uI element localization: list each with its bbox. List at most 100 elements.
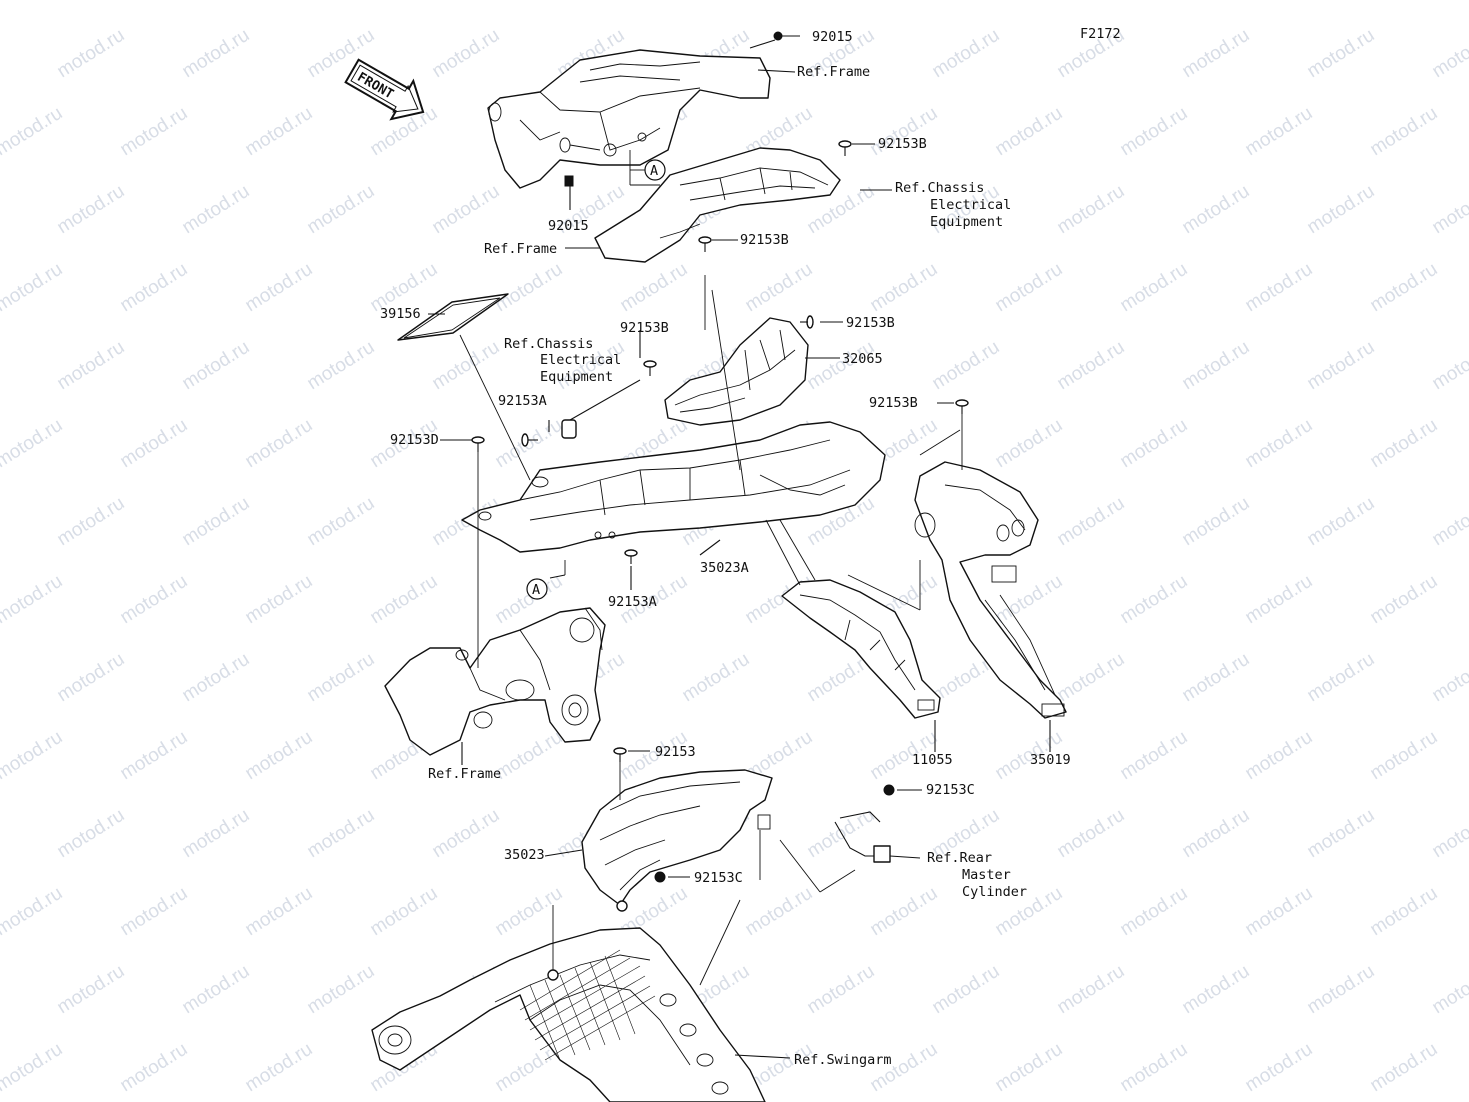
watermark-text: motod.ru: [179, 181, 254, 239]
watermark-text: motod.ru: [242, 259, 317, 317]
watermark-text: motod.ru: [929, 337, 1004, 395]
bolt-group: [471, 31, 969, 981]
watermark-text: motod.ru: [867, 259, 942, 317]
watermark-text: motod.ru: [804, 961, 879, 1019]
watermark-text: motod.ru: [1117, 727, 1192, 785]
watermark-text: motod.ru: [1242, 0, 1317, 4]
svg-text:A: A: [532, 582, 540, 598]
watermark-text: motod.ru: [179, 337, 254, 395]
watermark-text: motod.ru: [242, 103, 317, 161]
watermark-text: motod.ru: [1242, 103, 1317, 161]
bracket-11055-part: [781, 579, 941, 719]
watermark-text: motod.ru: [0, 883, 66, 941]
watermark-text: motod.ru: [429, 805, 504, 863]
watermark-text: motod.ru: [54, 181, 129, 239]
bolt-icon: [624, 549, 638, 564]
callout-35023a: 35023A: [700, 560, 749, 576]
watermark-text: motod.ru: [242, 727, 317, 785]
watermark-text: motod.ru: [117, 0, 192, 4]
watermark-text: motod.ru: [1054, 649, 1129, 707]
watermark-text: motod.ru: [1117, 259, 1192, 317]
watermark-text: motod.ru: [804, 805, 879, 863]
watermark-text: motod.ru: [992, 1039, 1067, 1097]
watermark-text: motod.ru: [1304, 337, 1379, 395]
watermark-text: motod.ru: [117, 727, 192, 785]
watermark-text: motod.ru: [1429, 805, 1469, 863]
callout-92015-top: 92015: [812, 29, 853, 45]
bolt-icon: [564, 175, 574, 187]
watermark-text: motod.ru: [304, 181, 379, 239]
watermark-text: motod.ru: [742, 259, 817, 317]
watermark-text: motod.ru: [242, 883, 317, 941]
watermark-text: motod.ru: [179, 961, 254, 1019]
watermark-text: motod.ru: [117, 1039, 192, 1097]
hose-stay-part: [834, 811, 891, 863]
callout-92153a-2: 92153A: [608, 594, 657, 610]
watermark-text: motod.ru: [304, 493, 379, 551]
callout-ref-frame-bottom: Ref.Frame: [428, 766, 501, 782]
callout-92153c-1: 92153C: [926, 782, 975, 798]
watermark-text: motod.ru: [1242, 571, 1317, 629]
callout-92015-bottom: 92015: [548, 218, 589, 234]
watermark-text: motod.ru: [0, 727, 66, 785]
bracket-32065-part: [664, 317, 809, 426]
bolt-icon: [521, 433, 538, 447]
watermark-text: motod.ru: [54, 493, 129, 551]
watermark-text: motod.ru: [117, 571, 192, 629]
watermark-text: motod.ru: [1117, 0, 1192, 4]
watermark-text: motod.ru: [179, 25, 254, 83]
watermark-text: motod.ru: [992, 259, 1067, 317]
watermark-text: motod.ru: [54, 25, 129, 83]
watermark-text: motod.ru: [304, 649, 379, 707]
watermark-text: motod.ru: [1304, 805, 1379, 863]
watermark-text: motod.ru: [492, 0, 567, 4]
bolt-icon: [547, 969, 559, 981]
watermark-text: motod.ru: [1117, 1039, 1192, 1097]
watermark-text: motod.ru: [242, 1039, 317, 1097]
watermark-text: motod.ru: [1367, 259, 1442, 317]
watermark-text: motod.ru: [1179, 649, 1254, 707]
watermark-text: motod.ru: [1054, 337, 1129, 395]
watermark-text: motod.ru: [1242, 415, 1317, 473]
callout-35023: 35023: [504, 847, 545, 863]
watermark-text: motod.ru: [1242, 883, 1317, 941]
callout-92153b-3: 92153B: [620, 320, 669, 336]
callout-35019: 35019: [1030, 752, 1071, 768]
watermark-text: motod.ru: [367, 571, 442, 629]
watermark-text: motod.ru: [1429, 337, 1469, 395]
watermark-text: motod.ru: [54, 337, 129, 395]
watermark-text: motod.ru: [304, 337, 379, 395]
license-bracket-35019-part: [914, 461, 1067, 719]
bolt-icon: [800, 315, 814, 329]
callout-master: Master: [962, 867, 1011, 883]
watermark-text: motod.ru: [742, 0, 817, 4]
watermark-text: motod.ru: [117, 415, 192, 473]
callout-ref-frame-top: Ref.Frame: [797, 64, 870, 80]
rear-fender-35023a-part: [461, 421, 886, 553]
upper-frame-part: [487, 49, 771, 189]
bolt-icon: [616, 900, 628, 912]
bolt-icon: [471, 436, 485, 452]
watermark-text: motod.ru: [1242, 259, 1317, 317]
callout-32065: 32065: [842, 351, 883, 367]
callout-ref-frame-mid: Ref.Frame: [484, 241, 557, 257]
figure-code: F2172: [1080, 26, 1121, 42]
watermark-text: motod.ru: [0, 103, 66, 161]
bolt-icon: [838, 140, 852, 156]
watermark-text: motod.ru: [492, 259, 567, 317]
watermark-text: motod.ru: [1054, 181, 1129, 239]
callout-11055: 11055: [912, 752, 953, 768]
callout-39156: 39156: [380, 306, 421, 322]
watermark-text: motod.ru: [179, 805, 254, 863]
watermark-text: motod.ru: [1304, 961, 1379, 1019]
swingarm-mesh-hatch: [519, 949, 656, 1061]
watermark-text: motod.ru: [617, 259, 692, 317]
nut-icon: [883, 784, 895, 796]
callout-92153b-2: 92153B: [740, 232, 789, 248]
ref-circle-a-lower: A: [526, 578, 548, 600]
svg-text:A: A: [650, 163, 658, 179]
callout-92153b-1: 92153B: [878, 136, 927, 152]
rear-mudguard-35023-part: [581, 769, 773, 906]
watermark-text: motod.ru: [179, 649, 254, 707]
